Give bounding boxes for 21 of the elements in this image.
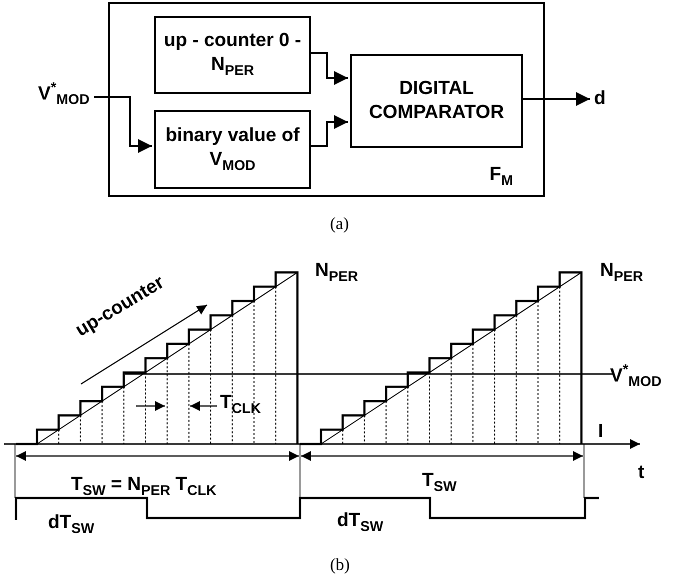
arrow (521, 92, 590, 106)
converter-block: binary value of V$_{MOD}$ (154, 110, 311, 189)
arrow (94, 96, 152, 153)
period-label: T$_{CLK}$ (220, 392, 261, 417)
arrow (309, 52, 348, 85)
axis-label: t (638, 462, 644, 484)
counter-block: up - counter 0 - N$_{PER}$ (154, 16, 311, 94)
figure-caption: (a) (330, 214, 349, 234)
axis-label: I (598, 421, 604, 443)
level-label: N$_{PER}$ (315, 260, 358, 285)
function-block-frame (108, 2, 545, 197)
output-signal-label: d (594, 88, 616, 116)
arrow (309, 115, 348, 147)
duty-label: dT$_{SW}$ (48, 512, 94, 537)
period-label: T$_{SW}$ (422, 470, 457, 495)
block-title: F$_{M}$ (490, 164, 513, 189)
level-label: N$_{PER}$ (600, 260, 644, 285)
figure-caption: (b) (330, 555, 350, 575)
period-label: T$_{SW}$ = N$_{PER}$ T$_{CLK}$ (71, 474, 216, 499)
comparator-block: DIGITAL COMPARATOR (350, 54, 523, 148)
duty-label: dT$_{SW}$ (337, 510, 384, 535)
